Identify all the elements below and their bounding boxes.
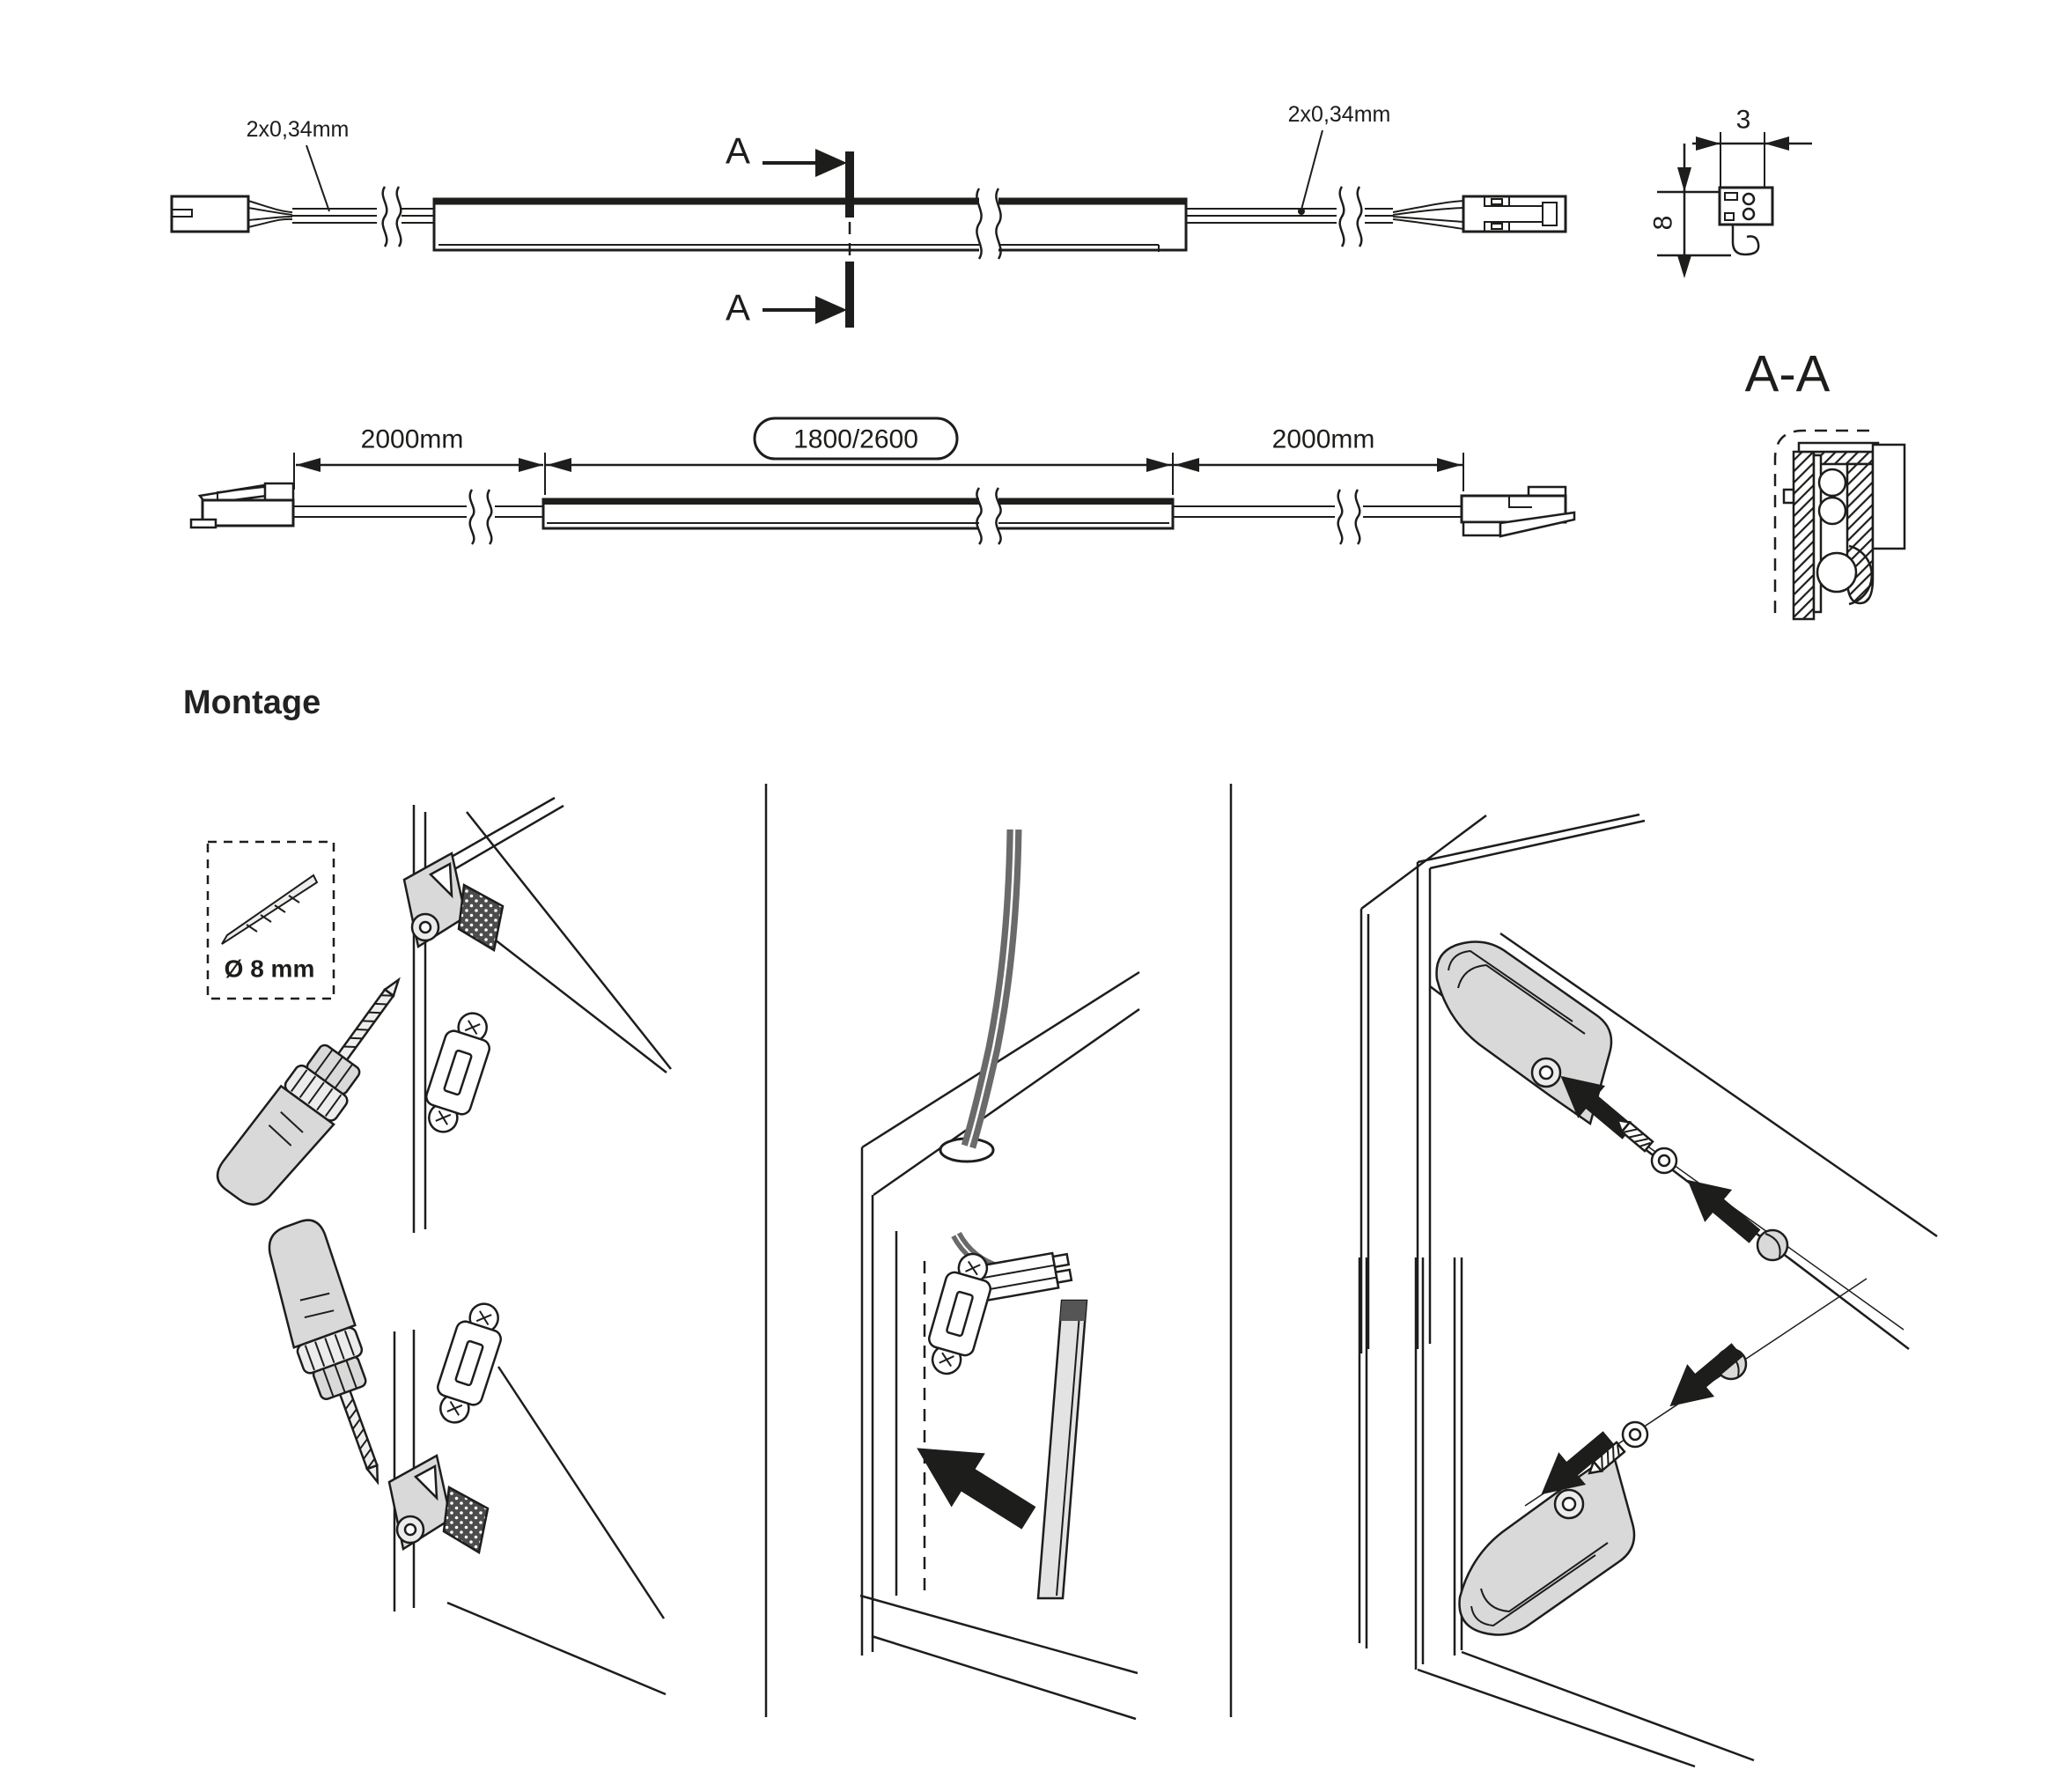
led-strip-body-2: [542, 487, 1175, 545]
wire-gauge-label-left: 2x0,34mm: [247, 117, 350, 142]
montage-panel-cable-routing: [859, 829, 1140, 1721]
montage-panel-drilling: Ø 8 mm: [206, 796, 672, 1696]
strip-length-badge: 1800/2600: [753, 417, 959, 461]
clip-connector-left-icon: [189, 482, 295, 529]
montage-heading: Montage: [183, 684, 321, 721]
hinge-plate-icon: [416, 1006, 500, 1139]
section-view-title: A-A: [1745, 346, 1831, 403]
fasten-arrow-icon: [1673, 1163, 1769, 1253]
right-cable-length-label: 2000mm: [1272, 425, 1375, 454]
drill-icon: [253, 1213, 412, 1494]
mini-connector-profile-icon: [1718, 186, 1774, 256]
section-label-top: A: [726, 130, 750, 172]
hinge-plate-icon: [427, 1296, 512, 1430]
profile-cross-section-icon: [1782, 441, 1906, 621]
endcap-bracket-bottom-icon: [1458, 1450, 1636, 1636]
leader-line-left: [306, 144, 330, 212]
plug-connector-left-icon: [170, 195, 250, 233]
hinge-arm-icon: [975, 1251, 1073, 1303]
cabinet-frame-bottom: [1358, 1257, 1868, 1768]
dimension-lines: 2000mm 2000mm 1800/2600: [293, 417, 1464, 495]
connector-dimension-detail: 3 8: [1649, 106, 1812, 278]
montage-panel-endcap-fastening: [1358, 813, 1938, 1768]
height-dimension-label: 8: [1649, 216, 1678, 231]
strip-length-label: 1800/2600: [793, 425, 918, 454]
cable-right: [1186, 186, 1464, 247]
power-cable-icon: [961, 829, 1022, 1149]
cabinet-corner-bottom: [393, 1330, 667, 1696]
hinge-plate-icon: [919, 1247, 1000, 1381]
section-a-a-view: A-A: [1745, 346, 1906, 621]
left-cable-length-label: 2000mm: [361, 425, 464, 454]
strip-cable-top-view: 2x0,34mm 2x0,34mm A A: [170, 102, 1567, 328]
section-cut-marks: A A: [726, 130, 854, 328]
section-label-bottom: A: [726, 287, 750, 328]
door-edge-dashed-outline: [1773, 429, 1869, 616]
cable-left: [247, 186, 434, 247]
mounting-bracket-icon: [402, 852, 505, 952]
drill-diameter-label: Ø 8 mm: [225, 955, 315, 983]
socket-connector-right-icon: [1462, 195, 1567, 233]
insert-direction-arrow-icon: [900, 1420, 1046, 1545]
cabinet-top-panel: [859, 970, 1140, 1721]
washer-icon: [1621, 1420, 1649, 1449]
wire-gauge-label-right: 2x0,34mm: [1288, 102, 1391, 127]
led-profile-strip-icon: [1036, 1299, 1088, 1600]
cover-cap-icon: [1756, 1228, 1789, 1262]
washer-icon: [1650, 1147, 1678, 1175]
led-strip-body: [432, 188, 1188, 260]
mounting-bracket-icon: [387, 1454, 490, 1554]
leader-line-right: [1300, 129, 1323, 210]
width-dimension-label: 3: [1736, 106, 1751, 135]
clip-connector-right-icon: [1460, 485, 1576, 538]
drill-icon: [209, 957, 426, 1220]
drill-bit-icon: [221, 874, 319, 945]
cabinet-frame-top: [1359, 813, 1938, 1353]
length-dimension-view: 2000mm 2000mm 1800/2600: [189, 417, 1576, 545]
leader-dot: [1298, 208, 1305, 215]
drill-bit-hint-box: Ø 8 mm: [206, 840, 335, 1000]
